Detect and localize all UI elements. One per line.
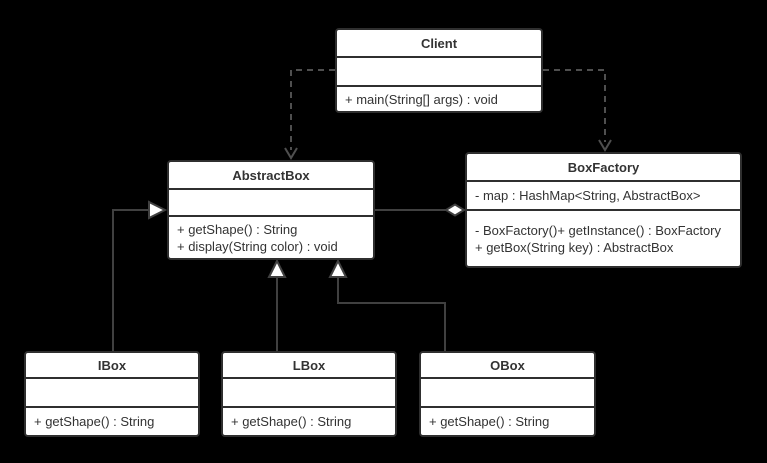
class-attributes-empty <box>26 379 198 408</box>
class-title: AbstractBox <box>169 162 373 190</box>
aggregation-abstractbox-to-boxfactory[interactable] <box>375 203 466 217</box>
class-box-boxfactory[interactable]: BoxFactory - map : HashMap<String, Abstr… <box>465 152 742 268</box>
class-methods: + main(String[] args) : void <box>337 87 541 111</box>
class-title: BoxFactory <box>467 154 740 182</box>
open-arrow-icon <box>284 147 298 160</box>
generalization-obox-to-abstractbox[interactable] <box>328 258 446 351</box>
class-methods: + getShape() : String <box>223 408 395 435</box>
generalization-ibox-to-abstractbox[interactable] <box>112 200 168 351</box>
class-box-abstractbox[interactable]: AbstractBox + getShape() : String + disp… <box>167 160 375 260</box>
class-attributes-empty <box>169 190 373 217</box>
class-box-lbox[interactable]: LBox + getShape() : String <box>221 351 397 437</box>
class-methods: - BoxFactory()+ getInstance() : BoxFacto… <box>467 211 740 266</box>
class-methods: + getShape() : String <box>421 408 594 435</box>
class-box-obox[interactable]: OBox + getShape() : String <box>419 351 596 437</box>
class-box-client[interactable]: Client + main(String[] args) : void <box>335 28 543 113</box>
method-label: + main(String[] args) : void <box>345 91 498 107</box>
class-attributes-empty <box>421 379 594 408</box>
class-title: IBox <box>26 353 198 379</box>
class-attributes: - map : HashMap<String, AbstractBox> <box>467 182 740 211</box>
hollow-triangle-icon <box>328 258 348 278</box>
method-label: + getBox(String key) : AbstractBox <box>475 239 674 255</box>
attribute-label: - map : HashMap<String, AbstractBox> <box>475 188 701 203</box>
method-label: + display(String color) : void <box>177 238 338 254</box>
hollow-diamond-icon <box>444 203 466 217</box>
method-label: + getShape() : String <box>429 414 550 429</box>
method-label: + getShape() : String <box>231 414 352 429</box>
method-label: + getShape() : String <box>177 221 298 237</box>
class-box-ibox[interactable]: IBox + getShape() : String <box>24 351 200 437</box>
dependency-client-to-boxfactory[interactable] <box>543 69 612 152</box>
method-label: - BoxFactory()+ getInstance() : BoxFacto… <box>475 222 721 238</box>
generalization-lbox-to-abstractbox[interactable] <box>267 258 287 351</box>
class-attributes-empty <box>337 58 541 87</box>
method-label: + getShape() : String <box>34 414 155 429</box>
open-arrow-icon <box>598 139 612 152</box>
class-title: Client <box>337 30 541 58</box>
class-title: LBox <box>223 353 395 379</box>
class-methods: + getShape() : String + display(String c… <box>169 217 373 258</box>
hollow-triangle-icon <box>267 258 287 278</box>
hollow-triangle-icon <box>148 200 168 220</box>
class-methods: + getShape() : String <box>26 408 198 435</box>
class-title: OBox <box>421 353 594 379</box>
dependency-client-to-abstractbox[interactable] <box>284 69 335 160</box>
class-attributes-empty <box>223 379 395 408</box>
